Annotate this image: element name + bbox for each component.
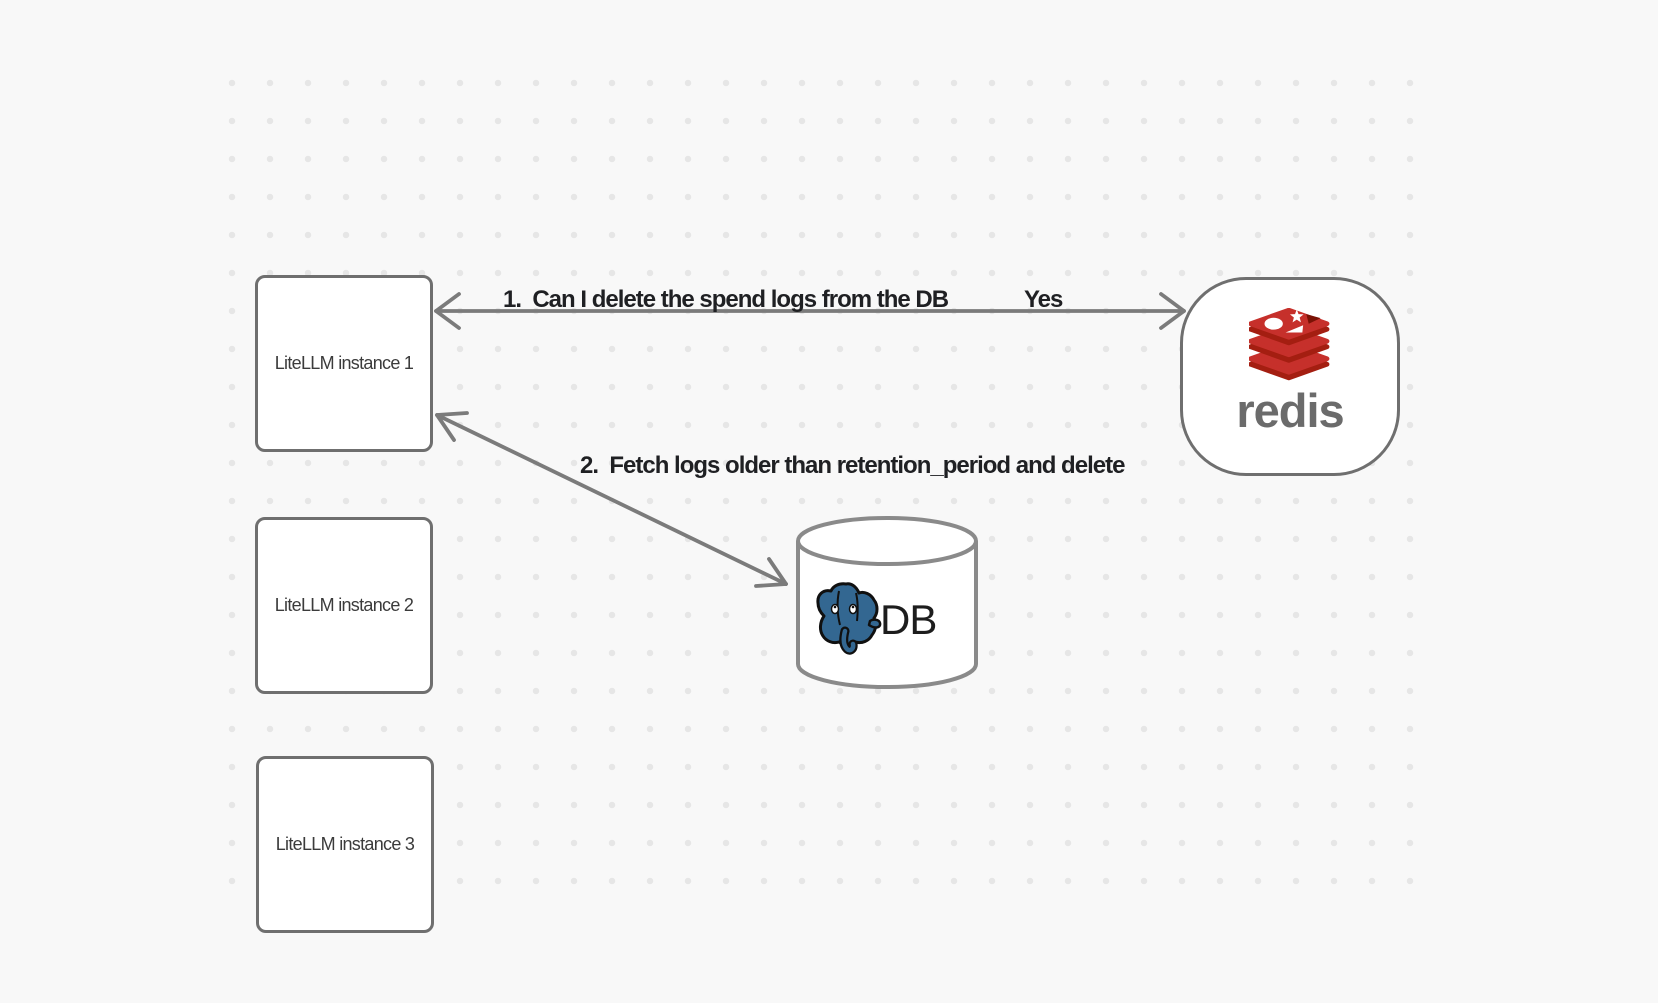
node-litellm-instance-3-label: LiteLLM instance 3 — [275, 834, 415, 854]
redis-cube-notch-shape — [1306, 314, 1321, 324]
redis-logo-icon — [1249, 308, 1330, 381]
edge2-arrow — [435, 411, 788, 588]
database-label: DB — [880, 596, 937, 643]
edge2-label: 2. Fetch logs older than retention_perio… — [580, 452, 1125, 479]
node-database-cylinder — [796, 516, 978, 689]
node-litellm-instance-3: LiteLLM instance 3 — [256, 756, 434, 933]
node-litellm-instance-1-label: LiteLLM instance 1 — [274, 353, 414, 373]
node-redis: redis — [1180, 277, 1400, 476]
node-litellm-instance-1: LiteLLM instance 1 — [255, 275, 433, 452]
cylinder-top — [796, 516, 978, 566]
edge1-left-arrowhead — [434, 292, 461, 330]
postgresql-elephant-icon — [816, 582, 882, 655]
node-litellm-instance-2: LiteLLM instance 2 — [255, 517, 433, 694]
edge2-bottom-arrowhead — [754, 557, 788, 588]
edge1-arrow — [434, 292, 1186, 330]
edge2-top-arrowhead — [435, 411, 469, 442]
redis-triangle-shape — [1285, 325, 1304, 333]
edge1-right-arrowhead — [1159, 292, 1186, 330]
edge1-label: 1. Can I delete the spend logs from the … — [503, 286, 949, 313]
edge1-answer-label: Yes — [1024, 286, 1063, 313]
edge2-line — [435, 413, 788, 586]
node-litellm-instance-2-label: LiteLLM instance 2 — [274, 595, 414, 615]
redis-star-shape — [1289, 309, 1304, 323]
redis-circle-shape — [1264, 317, 1283, 330]
redis-wordmark: redis — [1236, 384, 1344, 437]
